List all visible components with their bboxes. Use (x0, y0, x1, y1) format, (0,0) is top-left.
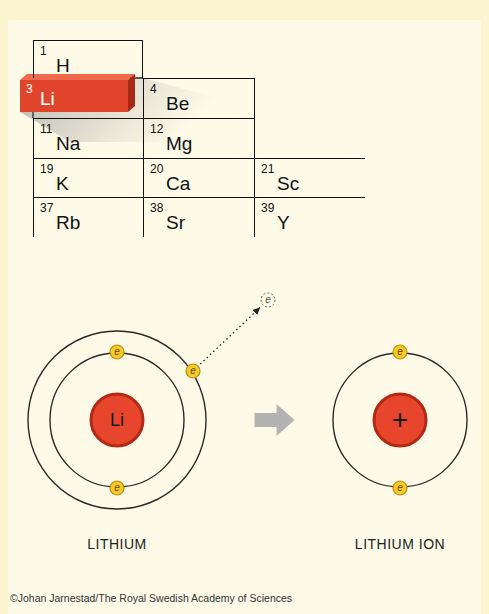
electron-circle (110, 345, 124, 359)
electron: e (392, 480, 408, 496)
element-cell: 38Sr (143, 197, 255, 237)
block-side-face (128, 74, 135, 112)
atomic-number: 12 (150, 123, 163, 135)
element-symbol: Sr (166, 213, 185, 232)
element-symbol: Sc (277, 174, 299, 193)
free-electron: e (260, 292, 276, 308)
atomic-number: 1 (40, 45, 47, 57)
electron-label: e (392, 483, 408, 493)
electron-label: e (109, 483, 125, 493)
highlighted-element-block: 3Li (20, 80, 128, 112)
element-cell: 12Mg (143, 118, 255, 158)
electron-circle (186, 364, 200, 378)
atomic-number: 11 (40, 123, 52, 135)
atom-label: LITHIUM (0, 537, 267, 551)
ion-nucleus: + (372, 392, 428, 448)
atomic-number: 20 (150, 163, 163, 175)
lithium-ion: LITHIUM ION+ee (332, 352, 468, 488)
electron-label: e (392, 347, 408, 357)
element-symbol: H (56, 56, 70, 75)
electron-circle (393, 345, 407, 359)
electron-shell (28, 331, 206, 509)
element-symbol: Mg (166, 134, 192, 153)
atomic-number: 4 (150, 83, 157, 95)
element-cell: 19K (33, 158, 143, 197)
electron: e (109, 480, 125, 496)
electron-label: e (185, 366, 201, 376)
electron: e (185, 363, 201, 379)
element-symbol: Y (277, 213, 290, 232)
element-cell: 21Sc (255, 158, 365, 197)
electron-shell (333, 353, 467, 487)
credit-line: ©Johan Jarnestad/The Royal Swedish Acade… (10, 592, 292, 605)
panel (8, 20, 481, 614)
atomic-number: 21 (261, 163, 274, 175)
element-symbol: Be (166, 94, 189, 113)
element-cell: 20Ca (143, 158, 255, 197)
electron-shell (50, 353, 184, 487)
electron-label: e (109, 347, 125, 357)
element-symbol: Li (40, 89, 55, 108)
lift-shadow (20, 76, 218, 142)
element-cell: 39Y (255, 197, 365, 237)
element-cell: 37Rb (33, 197, 143, 237)
element-symbol: Ca (166, 174, 190, 193)
electron-circle-dashed (261, 293, 275, 307)
transition-arrow (255, 404, 295, 436)
atom-label: LITHIUM ION (272, 537, 489, 551)
element-symbol: Na (56, 134, 80, 153)
electron: e (109, 344, 125, 360)
nucleus-label: Li (89, 411, 145, 429)
atomic-number: 38 (150, 202, 163, 214)
element-symbol: K (56, 174, 69, 193)
lithium-atom: LITHIUMLieee (27, 330, 207, 510)
electron-circle (110, 481, 124, 495)
atom-nucleus: Li (89, 392, 145, 448)
electron-circle (393, 481, 407, 495)
element-cell: 11Na (33, 118, 143, 158)
electron-path-arrow (200, 308, 260, 365)
electron: e (392, 344, 408, 360)
atomic-number: 37 (40, 202, 53, 214)
nucleus-label: + (372, 406, 428, 434)
electron-label: e (260, 295, 276, 305)
atomic-number: 3 (26, 83, 33, 95)
element-symbol: Rb (56, 213, 80, 232)
element-cell: 1H (33, 40, 143, 78)
element-cell: 4Be (143, 78, 255, 118)
atomic-number: 39 (261, 202, 274, 214)
atomic-number: 19 (40, 163, 53, 175)
